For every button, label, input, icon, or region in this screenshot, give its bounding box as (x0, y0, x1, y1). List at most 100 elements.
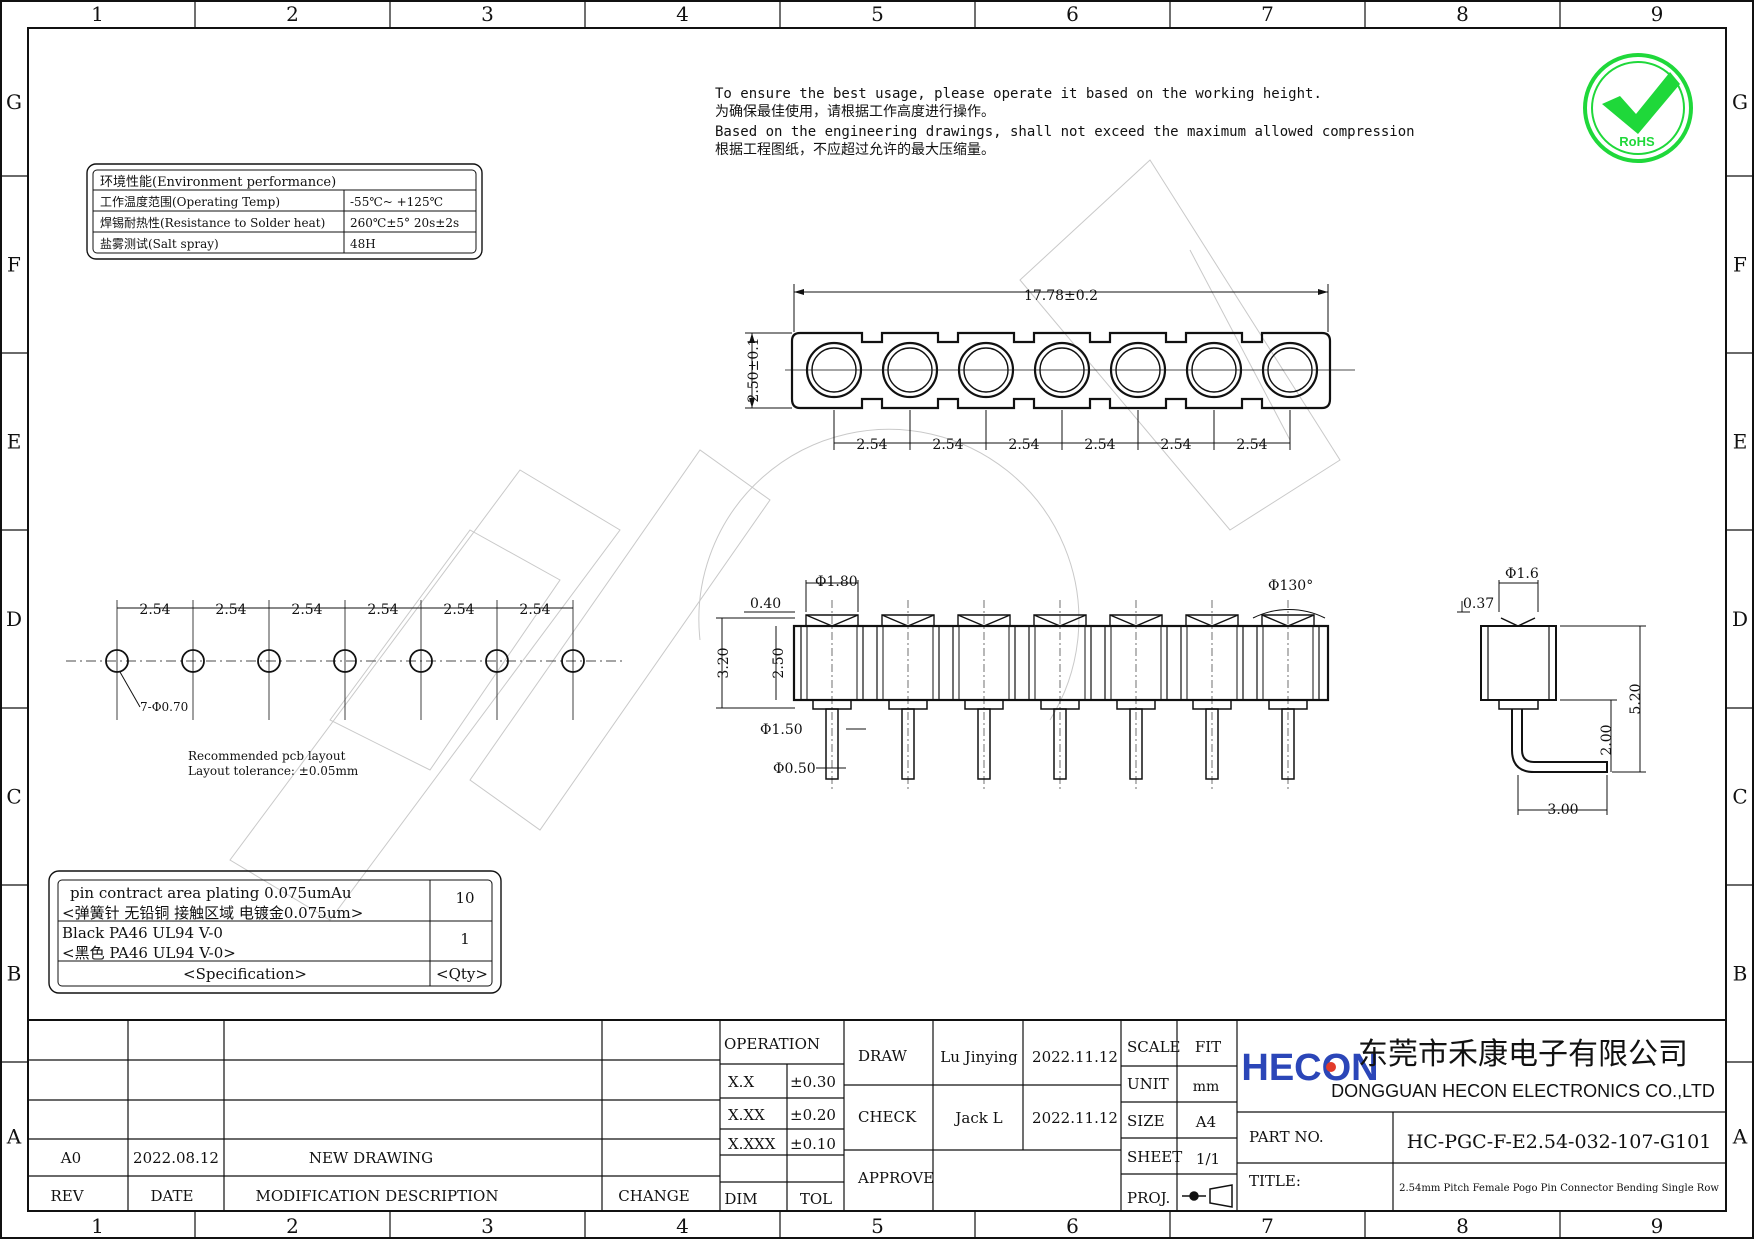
front-body (792, 624, 1330, 702)
grid-row-label: G (1732, 90, 1748, 114)
pcb-note-2: Layout tolerance: ±0.05mm (188, 764, 359, 778)
part-title: 2.54mm Pitch Female Pogo Pin Connector B… (1399, 1183, 1719, 1194)
revision-header-change: CHANGE (618, 1187, 689, 1205)
front-pin-head (1261, 614, 1315, 627)
front-pin-head (881, 614, 935, 627)
front-pin-head (1033, 614, 1087, 627)
sheet-proj-label: PROJ. (1127, 1189, 1170, 1207)
grid-row-label: A (6, 1125, 22, 1149)
pcb-pitch-dim: 2.54 (215, 602, 246, 618)
inner-frame (27, 27, 1727, 1212)
approval-check-date: 2022.11.12 (1032, 1109, 1118, 1127)
side-head-dim: Φ1.6 (1505, 566, 1539, 582)
env-row-value: -55℃~ +125℃ (350, 195, 443, 209)
top-pitch-dim: 2.54 (1236, 437, 1267, 453)
revision-date: 2022.08.12 (133, 1149, 219, 1167)
spec-row-line2: <弹簧针 无铅铜 接触区域 电镀金0.075um> (62, 904, 363, 922)
watermark (229, 159, 1341, 921)
grid-col-label: 6 (1066, 1214, 1079, 1238)
top-pitch-dim: 2.54 (1084, 437, 1115, 453)
tolerance-key: X.XXX (728, 1135, 776, 1153)
grid-col-label: 5 (871, 2, 884, 26)
grid-col-label: 1 (91, 1214, 104, 1238)
grid-col-label: 1 (91, 2, 104, 26)
grid-col-label: 4 (676, 2, 689, 26)
sheet-size-label: SIZE (1127, 1112, 1165, 1130)
spec-row-line1: Black PA46 UL94 V-0 (62, 924, 223, 942)
pcb-hole-dim: 7-Φ0.70 (140, 700, 188, 714)
grid-row-label: F (1733, 253, 1747, 277)
spec-footer-qty: <Qty> (436, 965, 488, 983)
front-head-dim: Φ1.80 (815, 574, 858, 590)
logo-accent-icon (1326, 1062, 1336, 1072)
pcb-pitch-dim: 2.54 (139, 602, 170, 618)
top-pitch-dim: 2.54 (932, 437, 963, 453)
pcb-pitch-dim: 2.54 (291, 602, 322, 618)
company-name-cn: 东莞市禾康电子有限公司 (1358, 1038, 1688, 1071)
grid-col-label: 3 (481, 1214, 494, 1238)
front-total-height-dim: 3.20 (716, 647, 732, 678)
front-pin-head (957, 614, 1011, 627)
env-row-value: 260℃±5° 20s±2s (350, 216, 459, 230)
revision-desc: NEW DRAWING (309, 1149, 433, 1167)
front-pin-head (805, 614, 859, 627)
front-view (716, 580, 1330, 790)
projection-symbol-icon (1182, 1184, 1233, 1208)
tolerance-value: ±0.10 (790, 1135, 836, 1153)
spec-footer-spec: <Specification> (183, 965, 307, 983)
grid-col-label: 8 (1456, 2, 1469, 26)
grid-row-label: B (7, 962, 22, 986)
tolerance-header-tol: TOL (800, 1190, 832, 1208)
approval-draw-label: DRAW (858, 1047, 908, 1065)
front-body-height-dim: 2.50 (771, 647, 787, 678)
pcb-pitch-dim: 2.54 (519, 602, 550, 618)
approval-draw-name: Lu Jinying (940, 1048, 1018, 1066)
part-label: PART NO. (1249, 1128, 1324, 1146)
top-view (745, 284, 1355, 450)
env-row-value: 48H (350, 237, 376, 251)
top-height-dim: 2.50±0.1 (746, 337, 762, 402)
grid-col-label: 5 (871, 1214, 884, 1238)
grid-col-label: 9 (1651, 2, 1664, 26)
note-line-2: 为确保最佳使用，请根据工作高度进行操作。 (715, 103, 995, 120)
grid-row-label: F (7, 253, 21, 277)
sheet-size-value: A4 (1195, 1113, 1216, 1131)
grid-row-label: D (1732, 607, 1748, 631)
grid-row-label: A (1732, 1125, 1748, 1149)
part-number: HC-PGC-F-E2.54-032-107-G101 (1407, 1131, 1712, 1153)
approval-draw-date: 2022.11.12 (1032, 1048, 1118, 1066)
front-mid-dim: Φ1.50 (760, 722, 803, 738)
pcb-pitch-dim: 2.54 (367, 602, 398, 618)
title-block (28, 1019, 1726, 1211)
front-angle-dim: Φ130° (1268, 578, 1313, 594)
tolerance-title: OPERATION (724, 1035, 820, 1053)
front-pin-head (1185, 614, 1239, 627)
spec-row-qty: 1 (460, 930, 470, 948)
grid-col-label: 9 (1651, 1214, 1664, 1238)
grid-col-label: 7 (1261, 2, 1274, 26)
spec-row-line2: <黑色 PA46 UL94 V-0> (62, 944, 236, 962)
sheet-scale-label: SCALE (1127, 1038, 1181, 1056)
grid-col-label: 2 (286, 2, 299, 26)
pcb-layout (66, 600, 625, 720)
title-label: TITLE: (1249, 1172, 1301, 1190)
grid-col-label: 4 (676, 1214, 689, 1238)
env-header: 环境性能(Environment performance) (100, 175, 336, 190)
grid-col-label: 8 (1456, 1214, 1469, 1238)
top-pitch-dim: 2.54 (1008, 437, 1039, 453)
pcb-pitch-dim: 2.54 (443, 602, 474, 618)
tolerance-value: ±0.20 (790, 1106, 836, 1124)
revision-rev: A0 (60, 1149, 81, 1167)
revision-header-desc: MODIFICATION DESCRIPTION (256, 1187, 499, 1205)
side-total-height-dim: 5.20 (1628, 683, 1644, 714)
side-view (1457, 580, 1646, 815)
revision-header-rev: REV (50, 1187, 84, 1205)
grid-row-label: C (1732, 785, 1747, 809)
tolerance-value: ±0.30 (790, 1073, 836, 1091)
front-pin-head (1109, 614, 1163, 627)
side-tail-height-dim: 2.00 (1599, 724, 1615, 755)
